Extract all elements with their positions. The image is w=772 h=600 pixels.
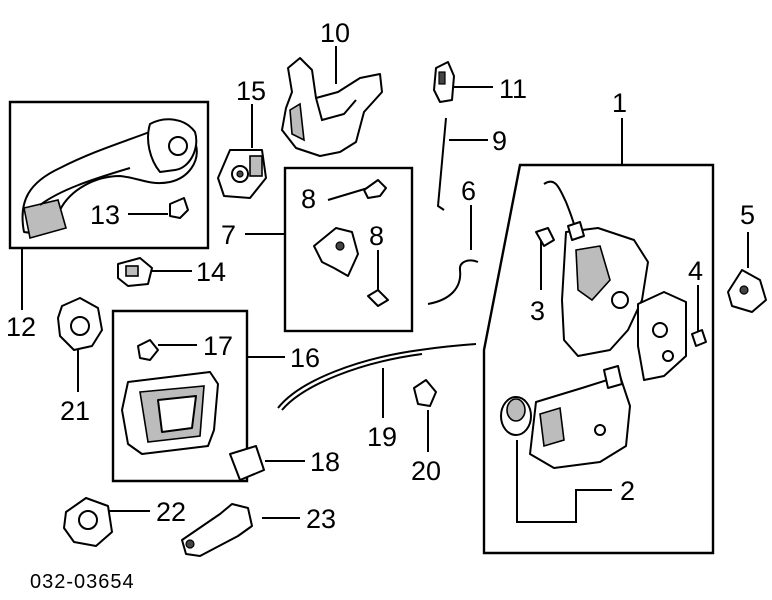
group-box-12 <box>8 100 210 250</box>
part-22 <box>63 497 113 547</box>
callout-6: 6 <box>461 176 476 206</box>
protector-part <box>281 57 383 157</box>
callout-15: 15 <box>236 76 266 106</box>
callout-10: 10 <box>320 18 350 48</box>
group-box-7 <box>283 166 414 333</box>
check-link-part <box>181 503 253 557</box>
clip-17-part <box>137 339 159 361</box>
callout-4: 4 <box>688 256 703 286</box>
clip-13-part <box>169 197 189 219</box>
clip-14-part <box>117 257 153 287</box>
inner-handle-part <box>121 371 219 455</box>
callout-3: 3 <box>530 296 545 326</box>
group-box-16 <box>111 309 249 483</box>
callout-1: 1 <box>612 88 627 118</box>
lock-parts-7 <box>313 179 389 307</box>
callout-8-top: 8 <box>301 184 316 214</box>
callout-17: 17 <box>203 331 233 361</box>
screw-3-part <box>535 227 555 247</box>
callout-18: 18 <box>310 447 340 477</box>
part-21 <box>57 297 103 351</box>
handle-bracket-part <box>217 149 267 199</box>
callout-22: 22 <box>156 497 186 527</box>
knob-11-part <box>433 61 455 103</box>
rod-6-part <box>427 259 479 305</box>
callout-14: 14 <box>196 257 226 287</box>
diagram-code: 032-03654 <box>30 571 135 593</box>
clip-20-part <box>413 379 437 407</box>
callout-12: 12 <box>6 312 36 342</box>
lock-plate-part <box>637 291 687 381</box>
pad-18-part <box>229 445 265 481</box>
callout-11: 11 <box>499 74 527 104</box>
striker-5-part <box>727 269 767 313</box>
latch-2-part <box>500 365 631 469</box>
screw-4-part <box>691 329 707 347</box>
callout-7: 7 <box>221 220 236 250</box>
door-lock-part <box>543 180 649 357</box>
cable-19-part <box>277 343 477 411</box>
callout-2: 2 <box>620 476 635 506</box>
callout-8-bottom: 8 <box>369 221 384 251</box>
callout-19: 19 <box>367 422 397 452</box>
callout-16: 16 <box>290 343 320 373</box>
leader-lines <box>21 46 749 523</box>
rod-9-part <box>436 117 447 211</box>
group-box-1 <box>482 163 715 555</box>
outer-handle-part <box>21 118 198 240</box>
callout-20: 20 <box>411 456 441 486</box>
callout-13: 13 <box>90 200 120 230</box>
callout-21: 21 <box>60 396 90 426</box>
callout-9: 9 <box>492 126 507 156</box>
callout-23: 23 <box>306 504 336 534</box>
callout-5: 5 <box>740 200 755 230</box>
